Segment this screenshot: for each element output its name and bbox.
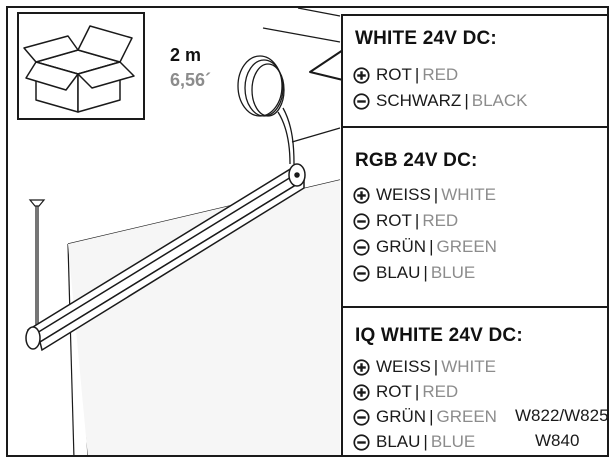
- wire-row-positive: ROT | RED: [353, 64, 458, 86]
- minus-circle-icon: [353, 238, 370, 256]
- minus-circle-icon: [353, 433, 370, 451]
- panel-white-24v: WHITE 24V DC: ROT | RED SCHWARZ | BLACK: [341, 14, 607, 128]
- panel-iq-white-24v: IQ WHITE 24V DC: WEISS | WHITE ROT | RED…: [341, 306, 609, 455]
- separator: |: [423, 263, 428, 282]
- wire-color-en: RED: [422, 211, 459, 230]
- room-walls: [67, 8, 341, 455]
- model-code: W840: [535, 431, 580, 450]
- minus-circle-icon: [353, 212, 370, 230]
- wire-color-en: WHITE: [441, 357, 496, 376]
- separator: |: [423, 432, 428, 451]
- wire-color-de: GRÜN: [376, 237, 427, 256]
- plus-circle-icon: [353, 186, 370, 204]
- separator: |: [464, 91, 469, 110]
- separator: |: [414, 65, 420, 84]
- cable-length-imperial: 6,56´: [170, 70, 212, 90]
- plus-circle-icon: [353, 383, 370, 401]
- plus-circle-icon: [353, 66, 370, 84]
- wire-row-negative: BLAU | BLUE: [353, 431, 475, 453]
- cable-coil: [237, 55, 295, 165]
- wire-color-de: WEISS: [376, 357, 431, 376]
- minus-circle-icon: [353, 264, 370, 282]
- separator: |: [429, 237, 434, 256]
- wire-color-en: BLUE: [430, 263, 476, 282]
- wire-color-en: BLUE: [430, 432, 476, 451]
- wire-row-negative: ROT | RED: [353, 210, 458, 232]
- separator: |: [429, 407, 434, 426]
- plus-circle-icon: [353, 358, 370, 376]
- wire-row-negative: GRÜN | GREEN: [353, 236, 497, 258]
- pendant-luminaire-illustration: [25, 163, 306, 352]
- separator: |: [433, 185, 439, 204]
- panel-title: RGB 24V DC:: [355, 150, 478, 171]
- wire-color-en: GREEN: [436, 237, 497, 256]
- wire-row-positive: WEISS | WHITE: [353, 356, 496, 378]
- wire-color-de: BLAU: [376, 432, 421, 451]
- wire-color-en: RED: [422, 382, 459, 401]
- wire-color-de: ROT: [376, 65, 412, 84]
- wire-color-en: GREEN: [436, 407, 497, 426]
- cable-length-metric: 2 m: [170, 45, 202, 65]
- callout-pointer: [309, 49, 344, 81]
- wire-row-negative: GRÜN | GREEN: [353, 406, 497, 428]
- diagram-frame: 2 m 6,56´ WHITE 24V DC: ROT | RED SCHWAR…: [6, 6, 609, 457]
- model-code: W822/W825: [515, 406, 609, 425]
- wire-row-negative: BLAU | BLUE: [353, 262, 475, 284]
- wire-color-en: WHITE: [441, 185, 496, 204]
- minus-circle-icon: [353, 408, 370, 426]
- wire-row-negative: SCHWARZ | BLACK: [353, 90, 527, 112]
- wire-row-positive: ROT | RED: [353, 381, 458, 403]
- separator: |: [414, 382, 420, 401]
- separator: |: [433, 357, 439, 376]
- wire-color-en: BLACK: [471, 91, 528, 110]
- wire-color-de: ROT: [376, 382, 412, 401]
- wire-color-de: BLAU: [376, 263, 421, 282]
- suspension-wires: [28, 199, 46, 330]
- open-box-icon: [23, 25, 135, 113]
- wire-color-de: ROT: [376, 211, 412, 230]
- wire-color-en: RED: [422, 65, 459, 84]
- panel-title: WHITE 24V DC:: [355, 28, 497, 49]
- wire-color-de: WEISS: [376, 185, 431, 204]
- wire-color-de: SCHWARZ: [376, 91, 462, 110]
- panel-rgb-24v: RGB 24V DC: WEISS | WHITE ROT | RED GRÜN…: [341, 126, 607, 308]
- wire-row-positive: WEISS | WHITE: [353, 184, 496, 206]
- panel-title: IQ WHITE 24V DC:: [355, 325, 523, 346]
- installation-illustration: [17, 8, 341, 455]
- minus-circle-icon: [353, 92, 370, 110]
- separator: |: [414, 211, 420, 230]
- wire-color-de: GRÜN: [376, 407, 427, 426]
